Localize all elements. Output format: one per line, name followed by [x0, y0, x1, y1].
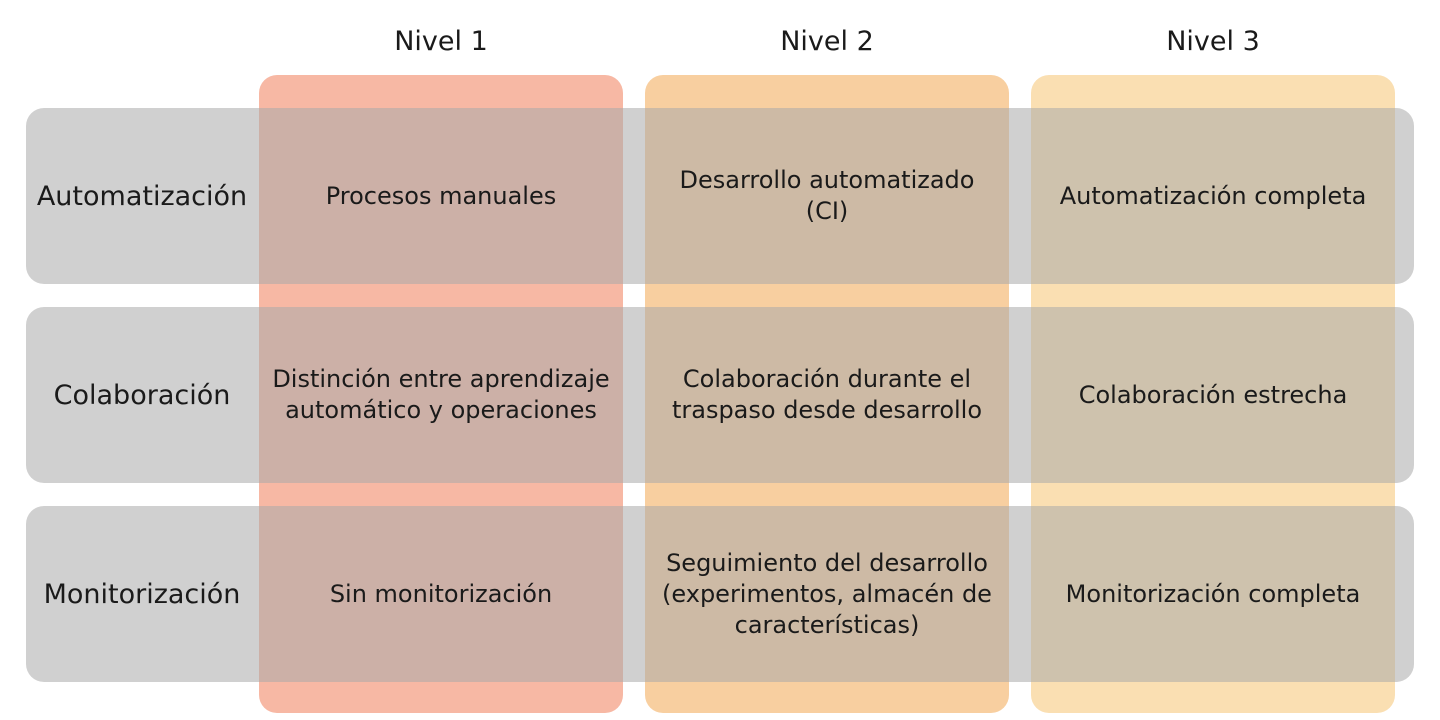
- row-band-automatizacion: [26, 108, 1414, 284]
- row-label-monitorizacion: Monitorización: [43, 578, 241, 610]
- cell-colaboracion-nivel-2: Colaboración durante el traspaso desde d…: [671, 365, 983, 424]
- cell-monitorizacion-nivel-3: Monitorización completa: [1065, 579, 1361, 608]
- cell-automatizacion-nivel-2: Desarrollo automatizado (CI): [679, 166, 975, 225]
- cell-colaboracion-nivel-3: Colaboración estrecha: [1078, 380, 1348, 409]
- cell-monitorizacion-nivel-2: Seguimiento del desarrollo (experimentos…: [662, 548, 992, 639]
- column-header-nivel-1: Nivel 1: [394, 26, 488, 57]
- row-band-colaboracion: [26, 307, 1414, 483]
- cell-colaboracion-nivel-1: Distinción entre aprendizaje automático …: [272, 365, 610, 424]
- column-header-nivel-2: Nivel 2: [780, 26, 874, 57]
- row-label-automatizacion: Automatización: [36, 180, 248, 212]
- row-band-monitorizacion: [26, 506, 1414, 682]
- column-header-nivel-3: Nivel 3: [1166, 26, 1260, 57]
- cell-monitorizacion-nivel-1: Sin monitorización: [329, 579, 553, 608]
- row-label-colaboracion: Colaboración: [53, 379, 231, 411]
- cell-automatizacion-nivel-1: Procesos manuales: [325, 181, 557, 210]
- cell-automatizacion-nivel-3: Automatización completa: [1059, 181, 1367, 210]
